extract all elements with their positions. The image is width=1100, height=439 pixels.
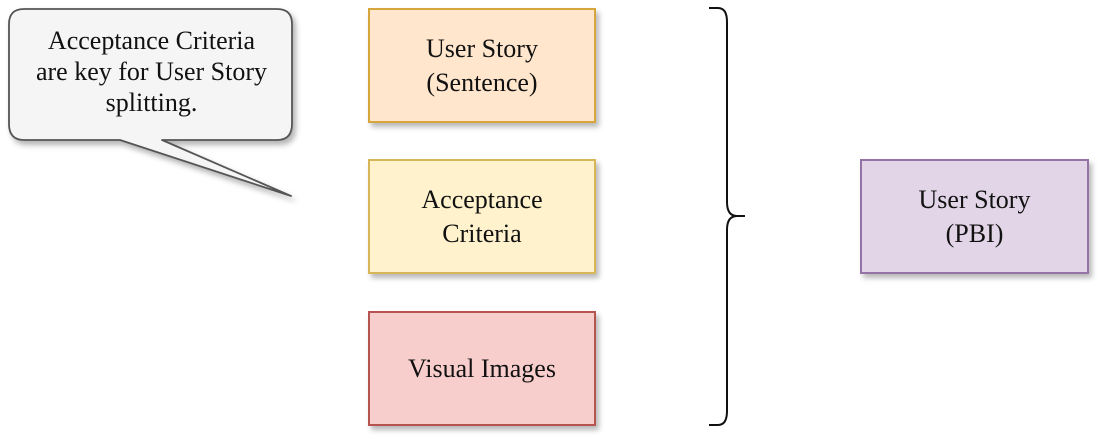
box-label: User Story (PBI) <box>918 184 1031 248</box>
box-label: Visual Images <box>408 353 556 383</box>
speech-bubble <box>8 8 293 197</box>
box-label: User Story (Sentence) <box>426 33 538 97</box>
user-story-sentence-box: User Story (Sentence) <box>368 8 596 123</box>
callout-text: Acceptance Criteria are key for User Sto… <box>35 26 268 117</box>
user-story-pbi-box: User Story (PBI) <box>860 159 1089 274</box>
box-label: Acceptance Criteria <box>421 184 543 248</box>
acceptance-criteria-box: Acceptance Criteria <box>368 159 596 274</box>
visual-images-box: Visual Images <box>368 311 596 426</box>
curly-brace <box>709 7 745 426</box>
